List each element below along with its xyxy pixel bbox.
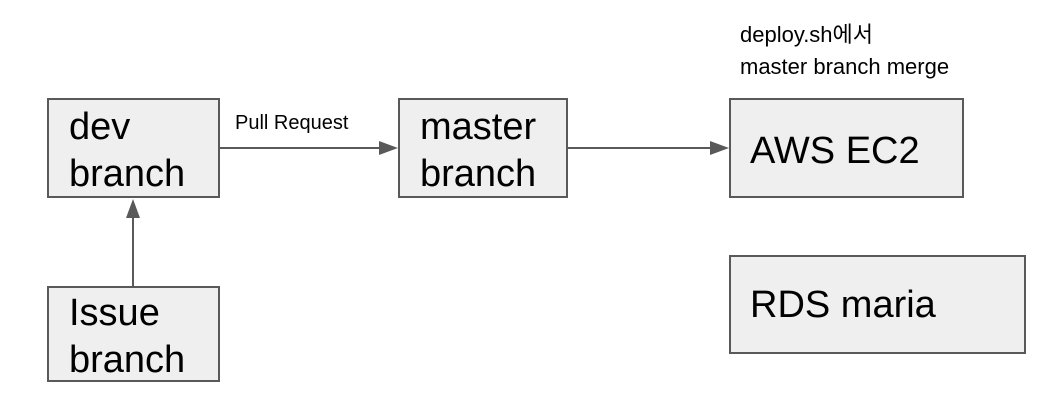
- node-rds-maria: RDS maria: [729, 255, 1026, 354]
- node-rds-maria-label: RDS maria: [750, 284, 936, 326]
- node-dev-branch-line1: dev: [69, 106, 131, 148]
- node-master-branch-line2: branch: [420, 153, 537, 195]
- node-master-branch-line1: master: [420, 106, 537, 148]
- deploy-note-line2: master branch merge: [740, 54, 950, 79]
- edge-label-pull-request: Pull Request: [235, 112, 349, 134]
- node-issue-branch-line2: branch: [69, 339, 186, 381]
- node-dev-branch: dev branch: [47, 98, 220, 198]
- node-master-branch: master branch: [398, 98, 568, 198]
- deploy-note-line1: deploy.sh에서: [740, 22, 874, 47]
- node-issue-branch-line1: Issue: [69, 292, 160, 334]
- arrow-dev-to-master: [220, 141, 398, 155]
- node-issue-branch: Issue branch: [47, 286, 220, 382]
- arrow-issue-to-dev: [126, 199, 140, 286]
- node-dev-branch-line2: branch: [69, 153, 186, 195]
- node-aws-ec2-label: AWS EC2: [750, 130, 920, 172]
- node-aws-ec2: AWS EC2: [729, 98, 964, 198]
- arrow-master-to-ec2: [568, 141, 729, 155]
